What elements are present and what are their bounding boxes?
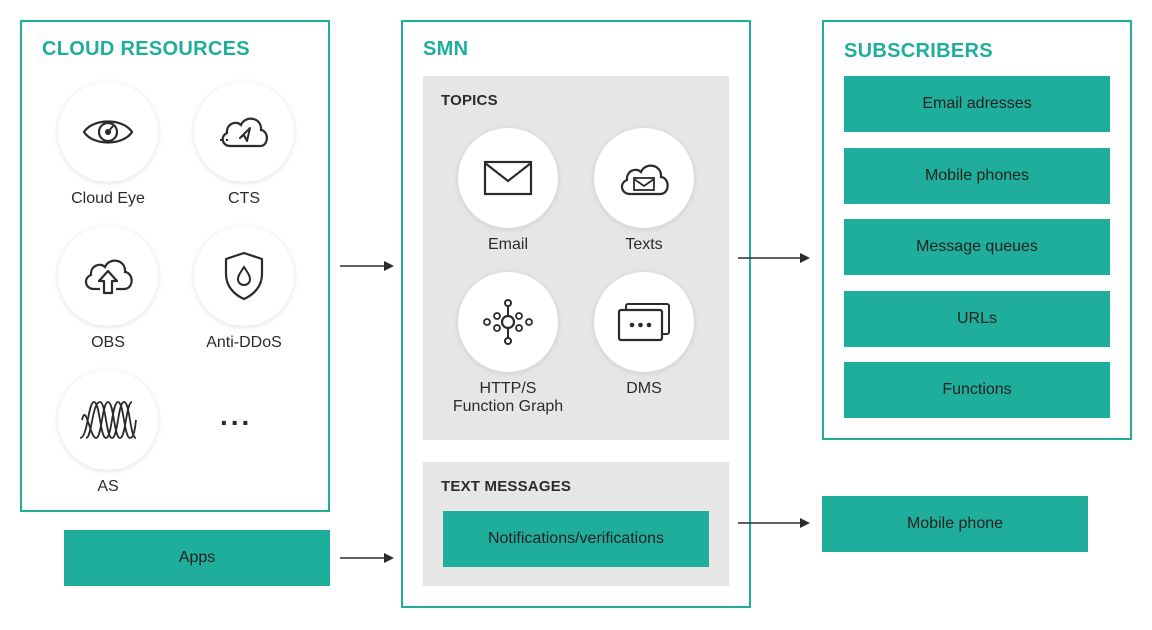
subscriber-urls: URLs — [844, 291, 1110, 347]
smn-title: SMN — [423, 38, 469, 60]
function-graph-label: Function Graph — [452, 398, 564, 415]
https-label: HTTP/S — [479, 380, 537, 397]
arrow-messages-to-mobile — [738, 518, 810, 528]
dms-circle — [594, 272, 694, 372]
waveform-icon — [79, 401, 137, 439]
cloud-resources-title: CLOUD RESOURCES — [42, 38, 250, 60]
subscriber-message-queues: Message queues — [844, 219, 1110, 275]
arrow-cloud-to-smn — [340, 261, 394, 271]
obs-label: OBS — [91, 334, 125, 351]
mobile-phone-box: Mobile phone — [822, 496, 1088, 552]
as-circle — [58, 370, 158, 470]
subscriber-mobile-phones: Mobile phones — [844, 148, 1110, 204]
subscriber-functions: Functions — [844, 362, 1110, 418]
cloud-send-icon — [220, 117, 268, 148]
more-ellipsis: ... — [220, 400, 253, 431]
anti-ddos-label: Anti-DDoS — [206, 334, 282, 351]
arrow-topics-to-subscribers — [738, 253, 810, 263]
email-label: Email — [487, 236, 528, 253]
anti-ddos-circle — [194, 226, 294, 326]
network-icon — [483, 299, 533, 345]
shield-icon — [224, 251, 264, 301]
obs-circle — [58, 226, 158, 326]
cts-circle — [194, 82, 294, 182]
apps-box: Apps — [64, 530, 330, 586]
cloud-eye-circle — [58, 82, 158, 182]
topics-title: TOPICS — [441, 92, 498, 109]
eye-icon — [82, 120, 134, 144]
cloud-resources-panel: CLOUD RESOURCES Cloud Eye CTS OBS — [20, 20, 330, 512]
cloud-upload-icon — [84, 259, 133, 295]
notifications-box: Notifications/verifications — [443, 511, 709, 567]
cloud-eye-label: Cloud Eye — [71, 190, 145, 207]
texts-circle — [594, 128, 694, 228]
cts-label: CTS — [228, 190, 260, 207]
text-messages-title: TEXT MESSAGES — [441, 478, 572, 495]
topics-section: TOPICS Email Texts — [423, 76, 729, 440]
dms-label: DMS — [626, 380, 662, 397]
arrow-apps-to-smn — [340, 553, 394, 563]
text-messages-section: TEXT MESSAGES Notifications/verification… — [423, 462, 729, 586]
cloud-message-icon — [620, 164, 669, 196]
https-circle — [458, 272, 558, 372]
as-label: AS — [97, 478, 119, 495]
subscribers-panel: SUBSCRIBERS Email adresses Mobile phones… — [822, 20, 1132, 440]
subscriber-email: Email adresses — [844, 76, 1110, 132]
message-stack-icon — [617, 303, 670, 342]
smn-panel: SMN TOPICS Email Texts — [401, 20, 751, 608]
subscribers-title: SUBSCRIBERS — [844, 40, 993, 62]
envelope-icon — [483, 160, 533, 196]
email-circle — [458, 128, 558, 228]
texts-label: Texts — [625, 236, 663, 253]
